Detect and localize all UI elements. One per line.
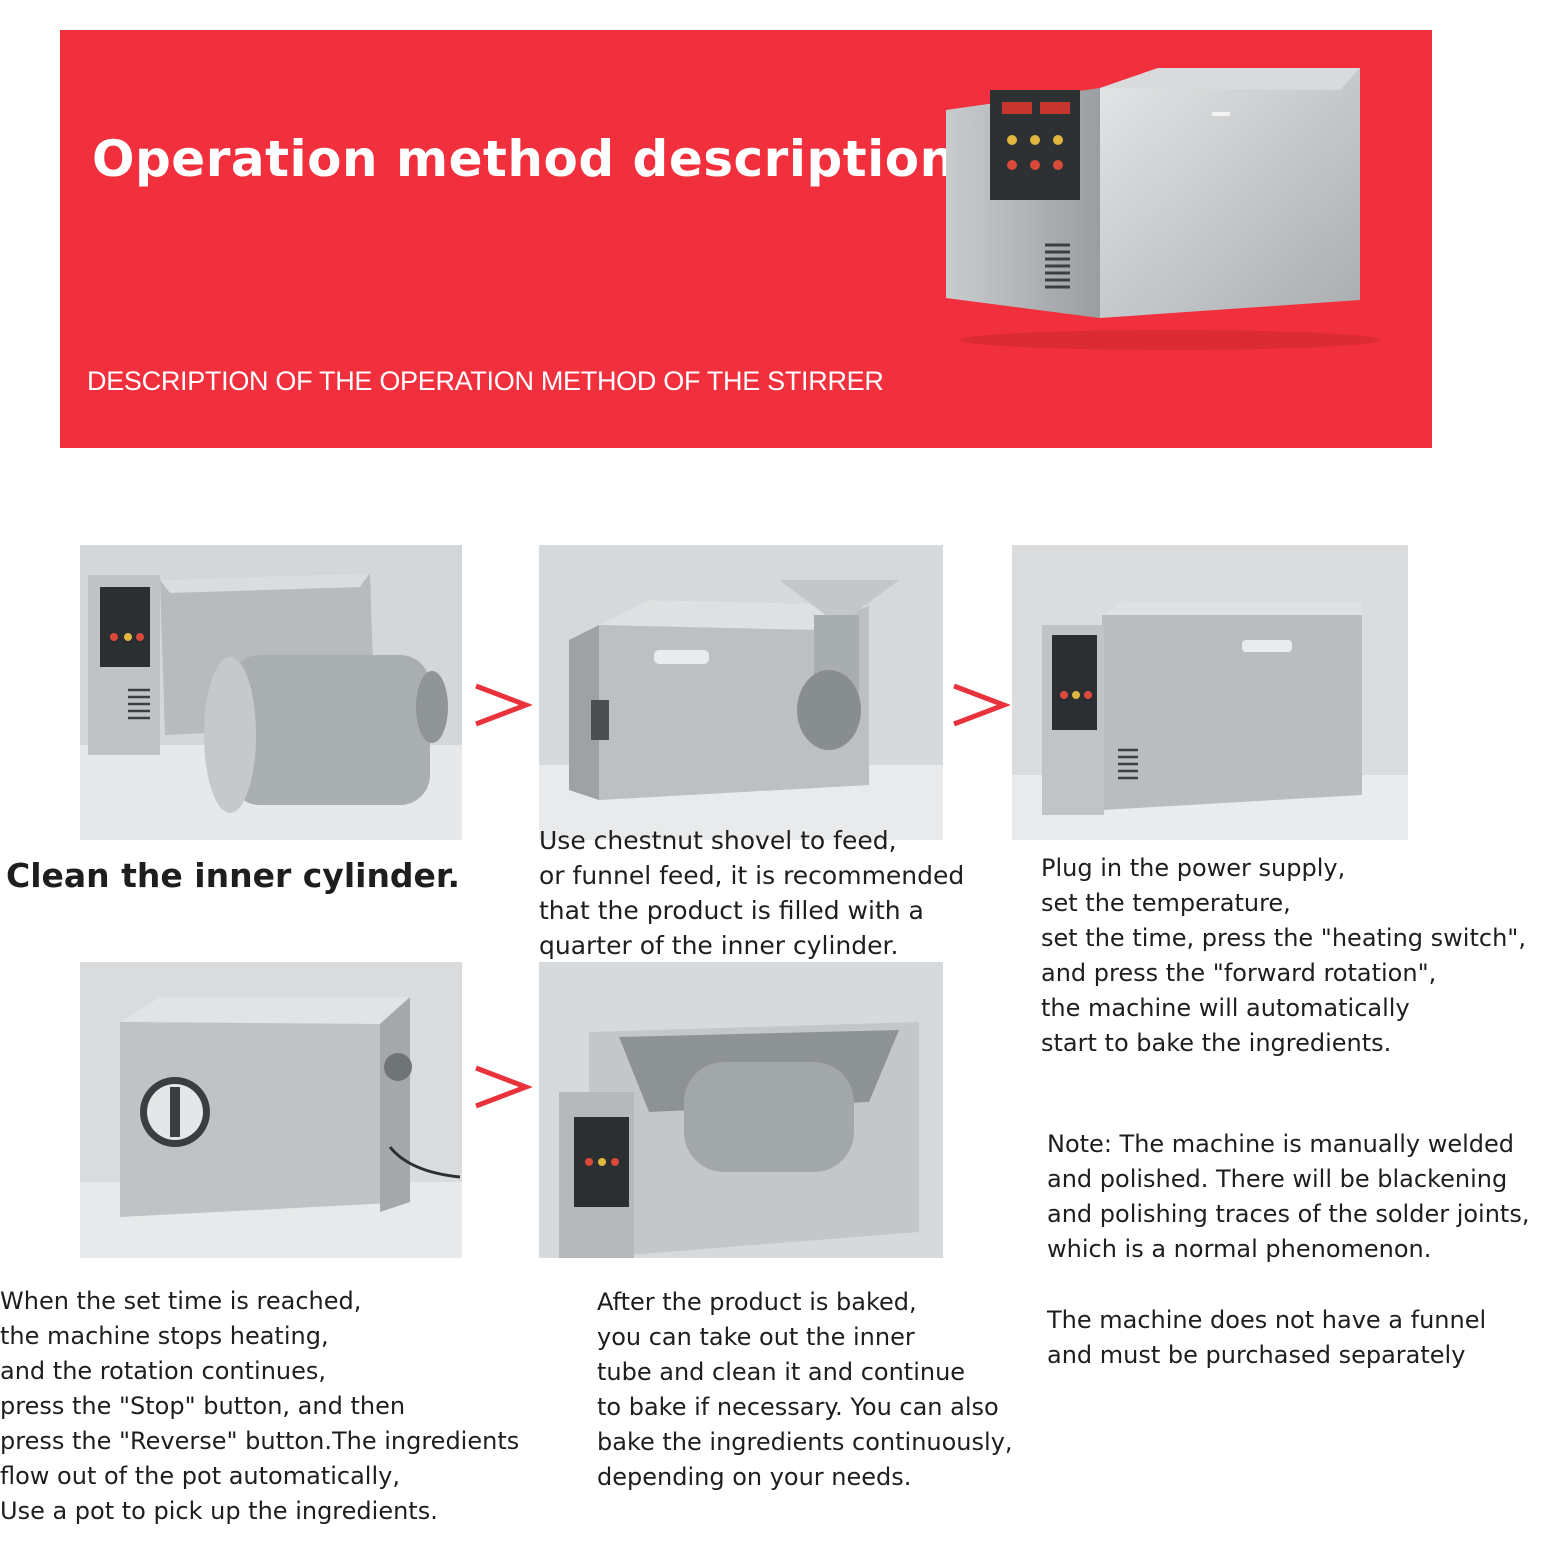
banner-subtitle: DESCRIPTION OF THE OPERATION METHOD OF T… — [87, 366, 884, 396]
note-welding: Note: The machine is manually welded and… — [1047, 1130, 1530, 1263]
step-5-caption: After the product is baked, you can take… — [597, 1288, 1013, 1491]
banner-title: Operation method description — [92, 130, 956, 188]
header-banner: Operation method description DESCRIPTION… — [60, 30, 1432, 448]
step-4-caption: When the set time is reached, the machin… — [0, 1287, 520, 1525]
step-4-photo — [80, 962, 462, 1258]
arrow-right-icon — [475, 1065, 532, 1109]
step-2-caption: Use chestnut shovel to feed, or funnel f… — [539, 826, 965, 960]
step-2-photo — [539, 545, 943, 840]
step-5-photo — [539, 962, 943, 1258]
step-3-photo — [1012, 545, 1408, 840]
step-1-photo — [80, 545, 462, 840]
roaster-machine-image — [946, 68, 1380, 350]
arrow-right-icon — [475, 683, 532, 727]
arrow-right-icon — [953, 683, 1010, 727]
step-1-caption: Clean the inner cylinder. — [6, 856, 461, 895]
step-3-caption: Plug in the power supply, set the temper… — [1041, 854, 1526, 1057]
note-funnel: The machine does not have a funnel and m… — [1047, 1306, 1487, 1369]
